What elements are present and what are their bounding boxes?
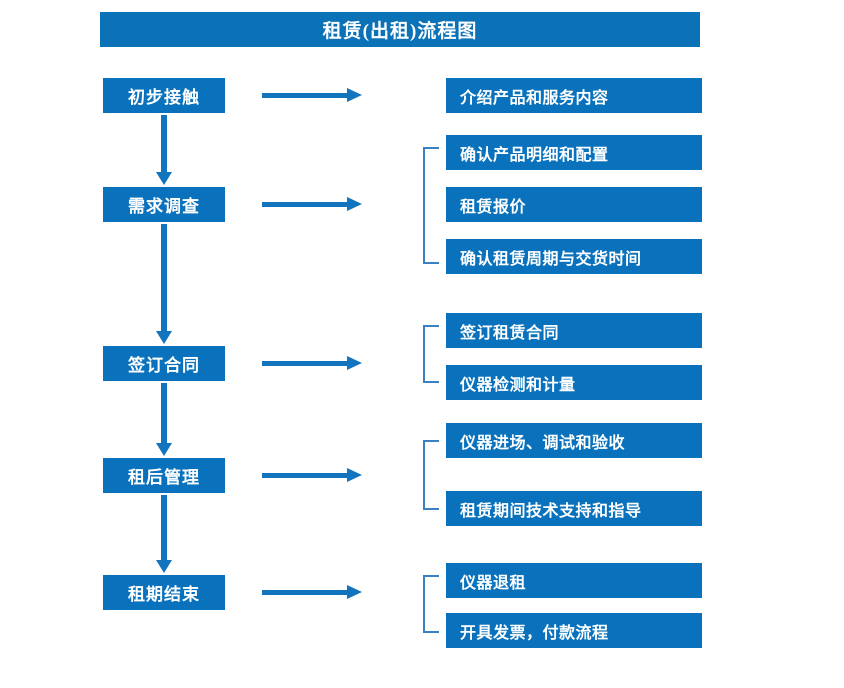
arrow-head-icon [347, 356, 362, 370]
group-bracket-1 [423, 147, 439, 264]
horizontal-arrow-4 [262, 468, 362, 482]
detail-box-1[interactable]: 介绍产品和服务内容 [446, 78, 702, 113]
arrow-head-icon [156, 560, 172, 573]
arrow-head-icon [156, 331, 172, 344]
stage-box-1[interactable]: 初步接触 [103, 78, 225, 113]
vertical-arrow-4 [156, 495, 172, 573]
arrow-shaft [262, 93, 350, 98]
arrow-head-icon [156, 172, 172, 185]
arrow-shaft [161, 495, 167, 560]
detail-box-6[interactable]: 仪器检测和计量 [446, 365, 702, 400]
diagram-title: 租赁(出租)流程图 [100, 12, 700, 47]
detail-box-7[interactable]: 仪器进场、调试和验收 [446, 423, 702, 458]
stage-box-3[interactable]: 签订合同 [103, 346, 225, 381]
detail-box-10[interactable]: 开具发票，付款流程 [446, 613, 702, 648]
stage-box-2[interactable]: 需求调查 [103, 187, 225, 222]
detail-box-5[interactable]: 签订租赁合同 [446, 313, 702, 348]
horizontal-arrow-1 [262, 88, 362, 102]
horizontal-arrow-2 [262, 197, 362, 211]
detail-box-9[interactable]: 仪器退租 [446, 563, 702, 598]
detail-box-8[interactable]: 租赁期间技术支持和指导 [446, 491, 702, 526]
group-bracket-3 [423, 440, 439, 510]
detail-box-2[interactable]: 确认产品明细和配置 [446, 135, 702, 170]
detail-box-4[interactable]: 确认租赁周期与交货时间 [446, 239, 702, 274]
detail-box-3[interactable]: 租赁报价 [446, 187, 702, 222]
stage-box-4[interactable]: 租后管理 [103, 458, 225, 493]
arrow-head-icon [347, 88, 362, 102]
arrow-shaft [262, 361, 350, 366]
vertical-arrow-3 [156, 383, 172, 456]
arrow-head-icon [347, 585, 362, 599]
stage-box-5[interactable]: 租期结束 [103, 575, 225, 610]
arrow-shaft [262, 590, 350, 595]
arrow-head-icon [347, 197, 362, 211]
arrow-shaft [161, 224, 167, 331]
group-bracket-2 [423, 325, 439, 383]
arrow-head-icon [156, 443, 172, 456]
horizontal-arrow-5 [262, 585, 362, 599]
arrow-shaft [262, 473, 350, 478]
arrow-shaft [161, 383, 167, 443]
arrow-shaft [161, 115, 167, 172]
horizontal-arrow-3 [262, 356, 362, 370]
vertical-arrow-2 [156, 224, 172, 344]
arrow-shaft [262, 202, 350, 207]
arrow-head-icon [347, 468, 362, 482]
vertical-arrow-1 [156, 115, 172, 185]
group-bracket-4 [423, 575, 439, 633]
